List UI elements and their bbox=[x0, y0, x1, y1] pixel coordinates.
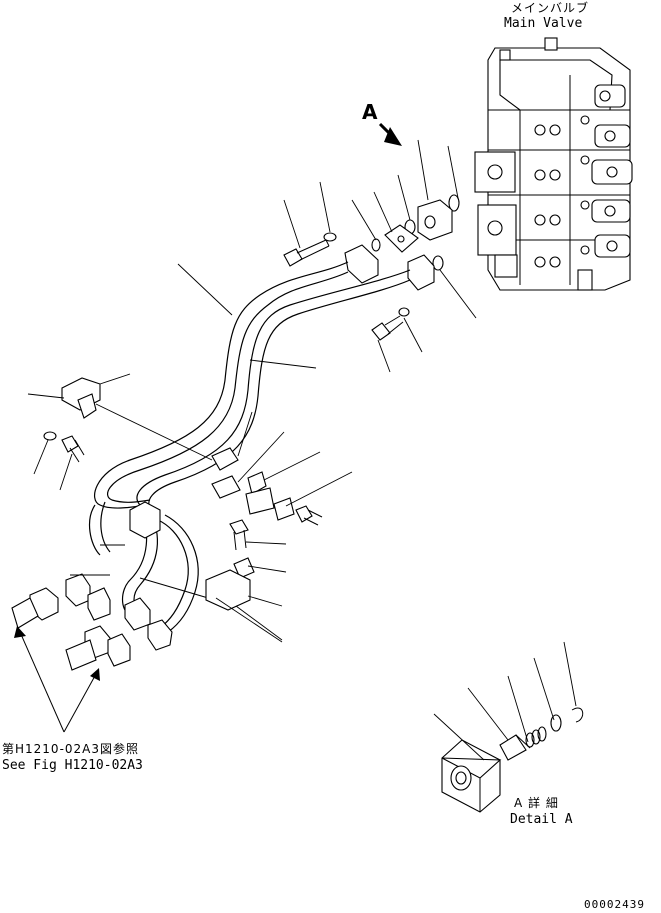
drawing-number: 00002439 bbox=[584, 898, 645, 911]
left-fittings bbox=[11, 377, 216, 671]
reference-label-en: See Fig H1210-02A3 bbox=[2, 758, 143, 773]
leader-lines bbox=[27, 139, 577, 761]
upper-fittings bbox=[283, 194, 460, 341]
view-arrow bbox=[378, 122, 402, 146]
main-valve-label-jp: メインバルブ bbox=[511, 1, 590, 15]
main-valve-assembly bbox=[474, 37, 633, 291]
view-marker-label: A bbox=[362, 100, 378, 124]
detail-a-parts bbox=[441, 707, 584, 813]
detail-label-en: Detail A bbox=[510, 812, 573, 827]
hose-clamp bbox=[129, 501, 161, 539]
reference-arrows bbox=[14, 626, 100, 733]
reference-label-jp: 第H1210-02A3図参照 bbox=[2, 742, 140, 756]
detail-label-jp: A 詳 細 bbox=[514, 796, 559, 810]
main-valve-label-en: Main Valve bbox=[504, 16, 583, 31]
middle-clamps bbox=[205, 447, 323, 611]
hydraulic-hoses bbox=[88, 261, 411, 633]
